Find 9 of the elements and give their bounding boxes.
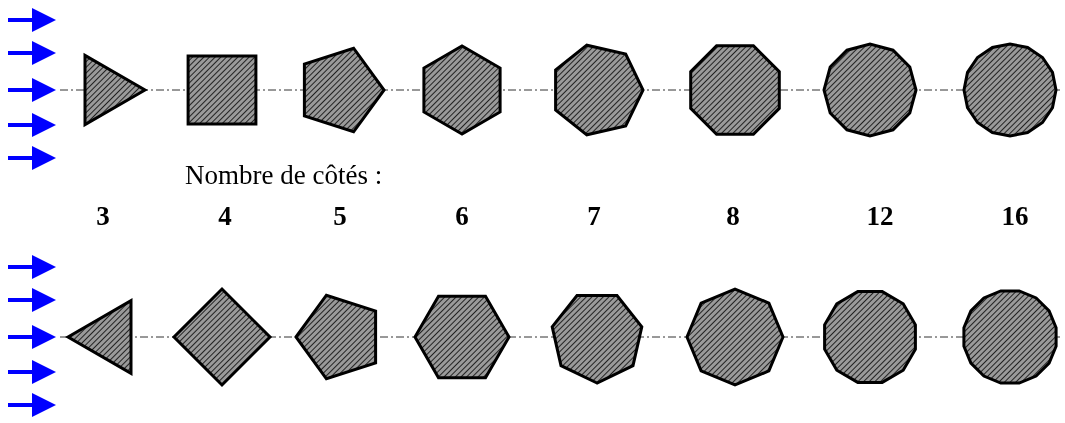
side-count: 5 (333, 203, 347, 230)
side-count: 3 (96, 203, 110, 230)
side-count: 6 (455, 203, 469, 230)
caption-text: Nombre de côtés : (185, 162, 383, 189)
side-count: 16 (1001, 203, 1029, 230)
side-count: 8 (726, 203, 740, 230)
side-count: 7 (587, 203, 601, 230)
side-count: 4 (218, 203, 232, 230)
side-count: 12 (866, 203, 894, 230)
